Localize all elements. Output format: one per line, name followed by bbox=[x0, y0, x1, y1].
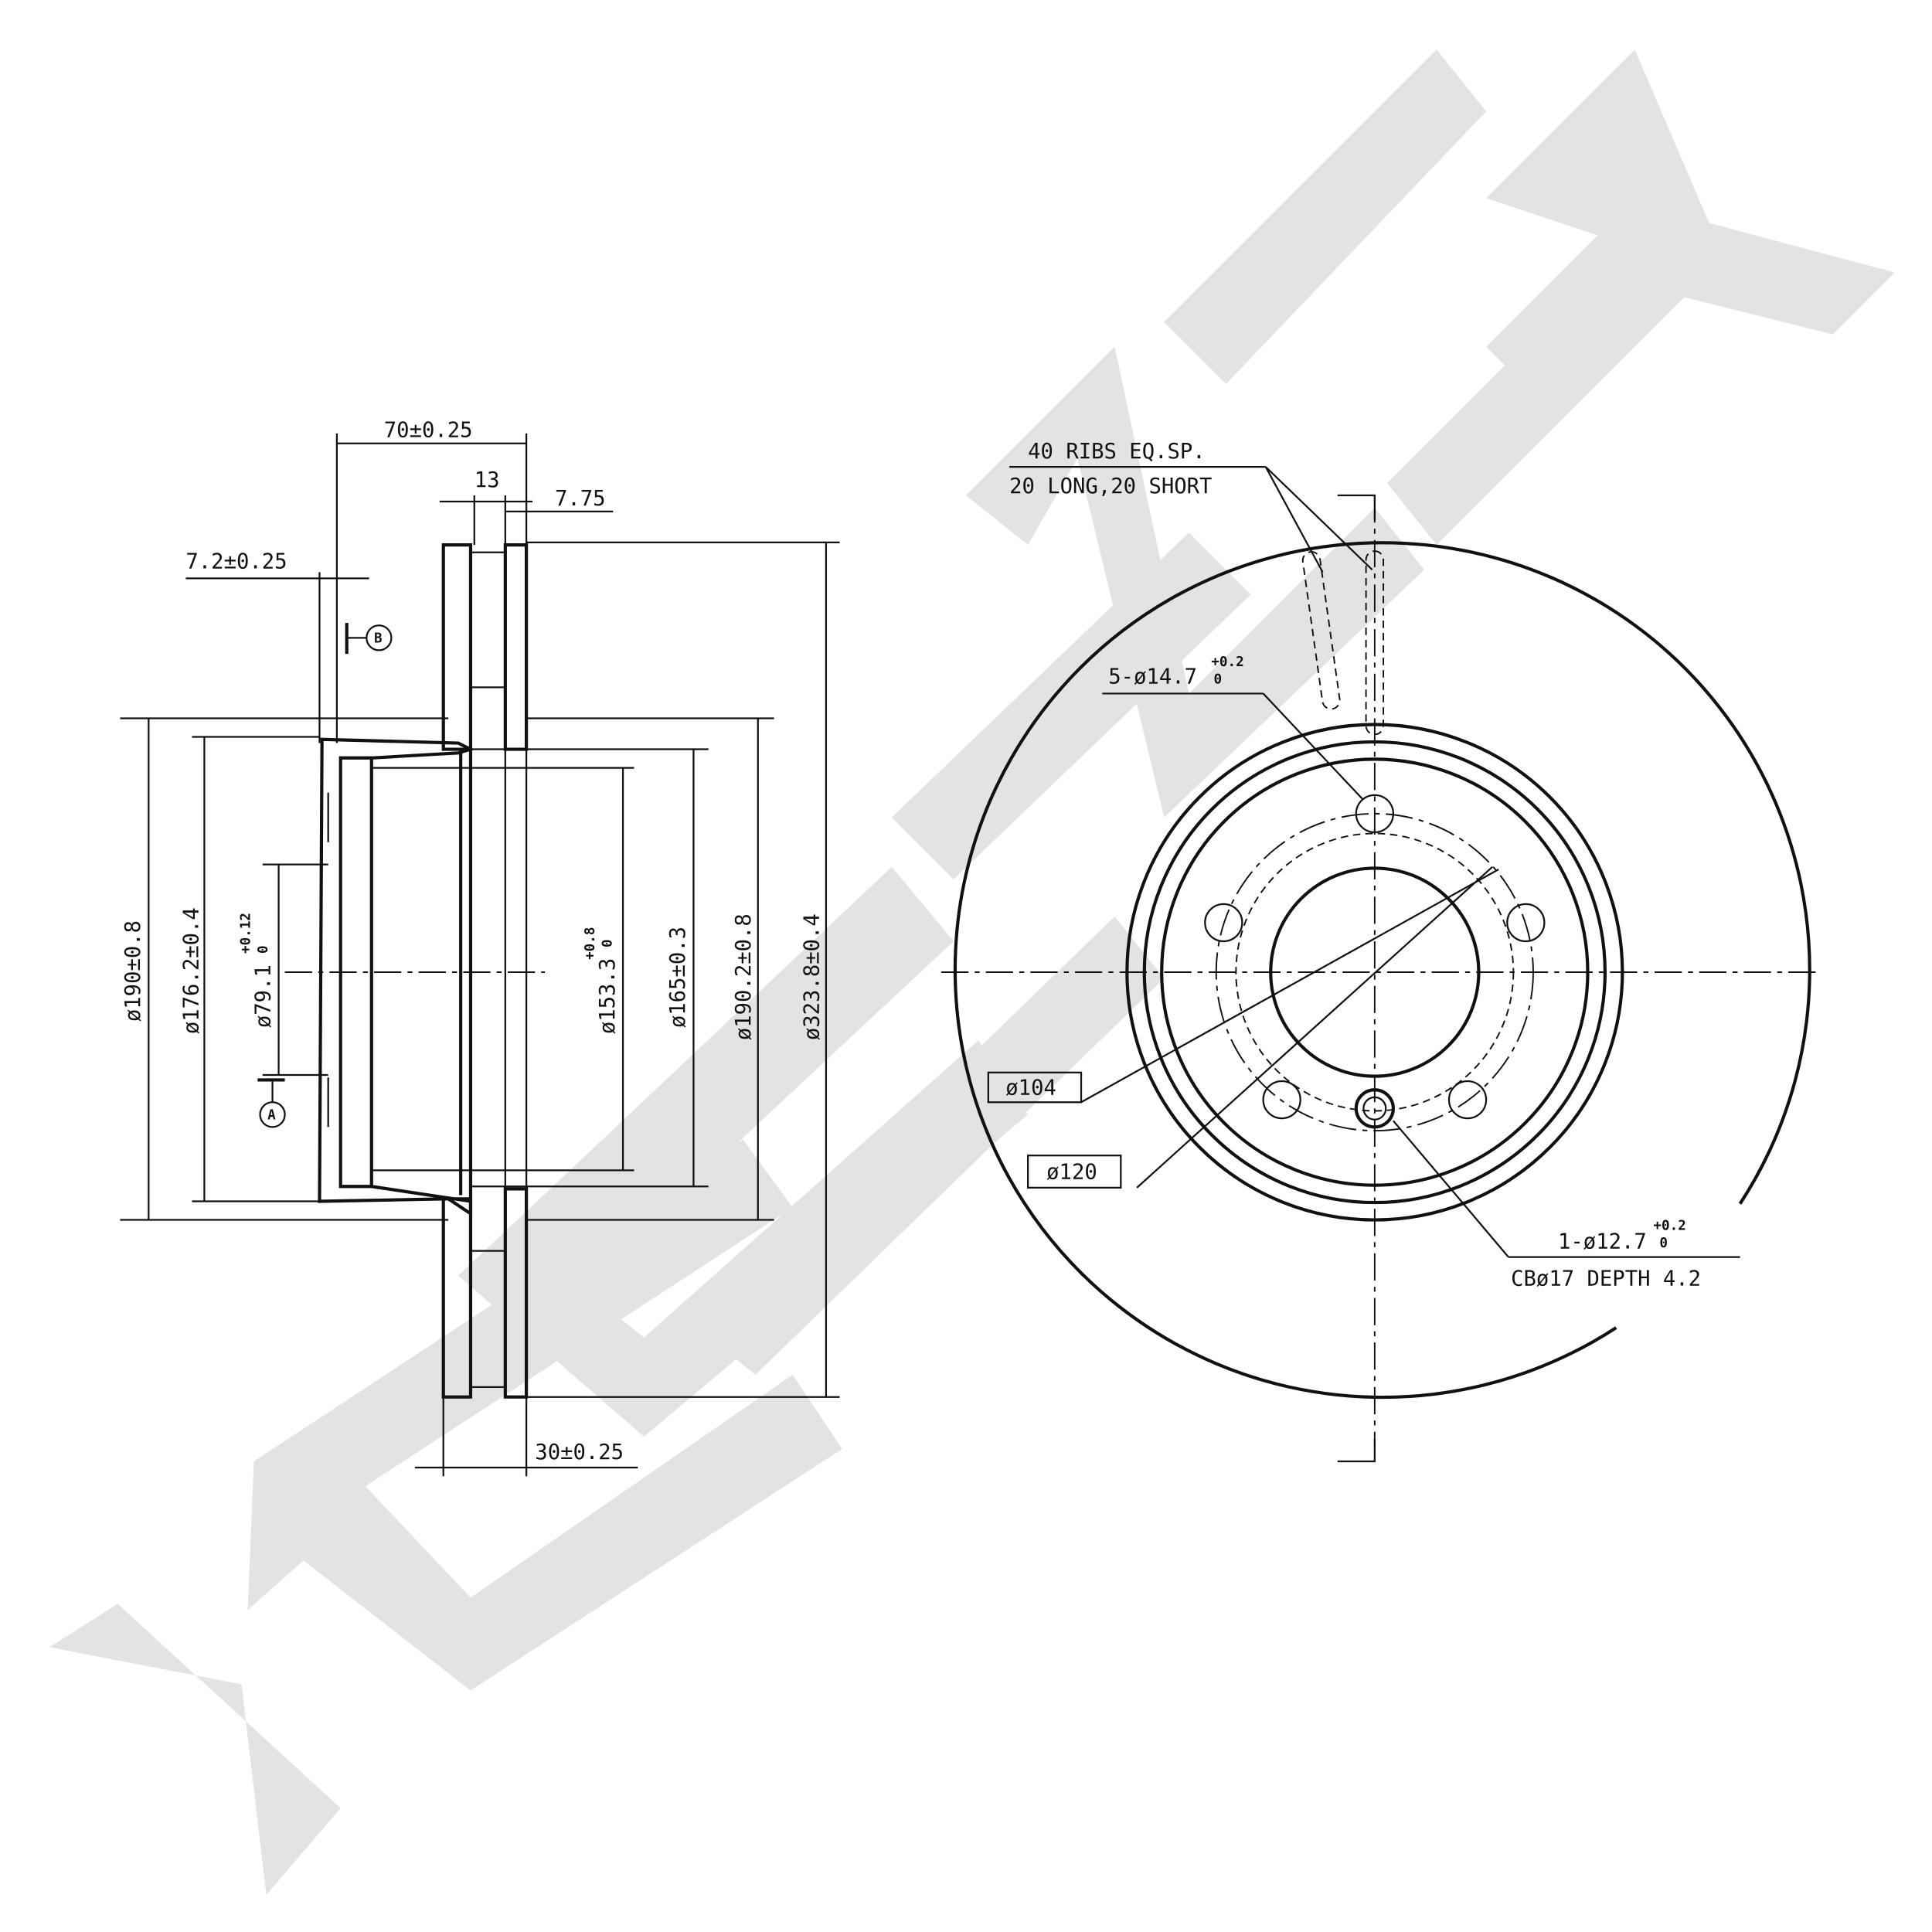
dim-dia-165: ø165±0.3 bbox=[666, 927, 690, 1028]
dim-dia-153-3-tol-lower: 0 bbox=[600, 939, 616, 947]
dim-hub-flange: 7.2±0.25 bbox=[185, 550, 287, 574]
dim-dia-190: ø190±0.8 bbox=[121, 920, 145, 1022]
datum-a: A bbox=[267, 1108, 276, 1124]
dim-dia-79-1-tol-lower: 0 bbox=[256, 945, 271, 954]
dim-thickness: 30±0.25 bbox=[535, 1440, 624, 1464]
dim-7-75: 7.75 bbox=[555, 487, 606, 511]
side-section-view: 70±0.25 13 7.75 7.2±0.25 B A bbox=[120, 419, 840, 1477]
dim-dia-190-2: ø190.2±0.8 bbox=[732, 913, 756, 1040]
ribs-note-line1: 40 RIBS EQ.SP. bbox=[1028, 440, 1206, 464]
bolt-holes-tol-upper: +0.2 bbox=[1211, 655, 1243, 670]
pin-hole-tol-lower: 0 bbox=[1659, 1236, 1668, 1251]
bolt-holes-label: 5-ø14.7 bbox=[1108, 665, 1197, 689]
dim-dia-323-8: ø323.8±0.4 bbox=[800, 913, 824, 1040]
dim-dia-79-1: ø79.1 bbox=[251, 964, 275, 1028]
dim-dia-79-1-tol-upper: +0.12 bbox=[239, 913, 254, 954]
datum-b: B bbox=[374, 631, 383, 647]
ribs-note-line2: 20 LONG,20 SHORT bbox=[1009, 474, 1212, 498]
dia-104-label: ø104 bbox=[1005, 1077, 1056, 1100]
watermark-logo bbox=[49, 49, 1895, 1895]
outer-rim bbox=[953, 541, 1811, 1400]
dim-total-width: 70±0.25 bbox=[384, 419, 473, 443]
bolt-holes-tol-lower: 0 bbox=[1214, 672, 1223, 688]
pin-hole-label: 1-ø12.7 bbox=[1558, 1230, 1647, 1253]
dim-dia-153-3: ø153.3 bbox=[596, 958, 620, 1034]
pin-hole-tol-upper: +0.2 bbox=[1653, 1218, 1685, 1233]
front-view: 40 RIBS EQ.SP. 20 LONG,20 SHORT 5-ø14.7 … bbox=[940, 440, 1821, 1463]
dim-dia-153-3-tol-upper: +0.8 bbox=[583, 927, 598, 960]
dim-13: 13 bbox=[474, 468, 500, 492]
bolt-holes bbox=[1204, 794, 1546, 1129]
dia-120-label: ø120 bbox=[1046, 1161, 1097, 1185]
dim-dia-176-2: ø176.2±0.4 bbox=[179, 907, 203, 1034]
counterbore-label: CBø17 DEPTH 4.2 bbox=[1511, 1267, 1701, 1291]
